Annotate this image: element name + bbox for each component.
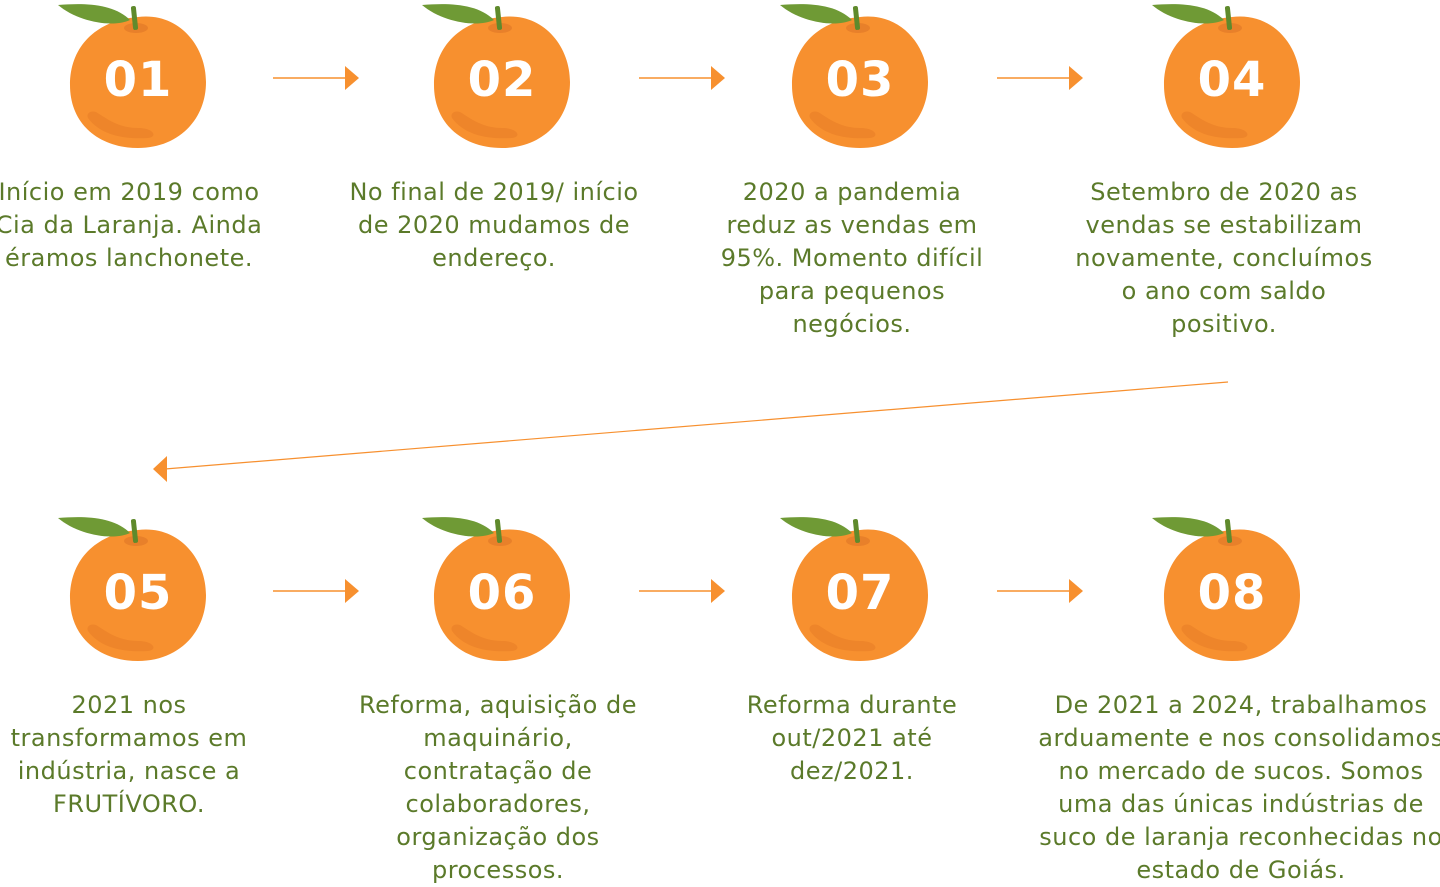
step-description: 2020 a pandemia reduz as vendas em 95%. …: [720, 178, 984, 338]
step-description: Setembro de 2020 as vendas se estabiliza…: [1075, 178, 1373, 338]
orange-step-06: 06: [422, 513, 582, 673]
step-number: 03: [825, 52, 895, 108]
step-description: Início em 2019 como Cia da Laranja. Aind…: [0, 178, 263, 272]
step-number: 06: [467, 565, 537, 621]
orange-step-07: 07: [780, 513, 940, 673]
arrow-right-icon: [273, 66, 363, 90]
step-description: Reforma, aquisição de maquinário, contra…: [359, 691, 637, 884]
step-number: 07: [825, 565, 895, 621]
orange-step-03: 03: [780, 0, 940, 160]
arrow-right-icon: [997, 66, 1087, 90]
orange-icon: [58, 517, 206, 661]
orange-step-01: 01: [58, 0, 218, 160]
arrow-right-icon: [273, 579, 363, 603]
step-number: 04: [1197, 52, 1267, 108]
step-number: 05: [103, 565, 173, 621]
step-description: Reforma durante out/2021 até dez/2021.: [746, 691, 958, 785]
orange-step-04: 04: [1152, 0, 1312, 160]
step-number: 08: [1197, 565, 1267, 621]
arrow-right-icon: [639, 66, 729, 90]
orange-icon: [780, 4, 928, 148]
step-number: 01: [103, 52, 173, 108]
arrow-right-icon: [997, 579, 1087, 603]
step-number: 02: [467, 52, 537, 108]
step-description: 2021 nos transformamos em indústria, nas…: [10, 691, 248, 818]
orange-step-02: 02: [422, 0, 582, 160]
orange-icon: [422, 4, 570, 148]
arrow-right-icon: [639, 579, 729, 603]
step-description: De 2021 a 2024, trabalhamos arduamente e…: [1038, 691, 1440, 884]
orange-step-05: 05: [58, 513, 218, 673]
step-description: No final de 2019/ início de 2020 mudamos…: [349, 178, 639, 272]
orange-icon: [58, 4, 206, 148]
orange-icon: [1152, 4, 1300, 148]
orange-step-08: 08: [1152, 513, 1312, 673]
orange-icon: [780, 517, 928, 661]
orange-icon: [1152, 517, 1300, 661]
orange-icon: [422, 517, 570, 661]
